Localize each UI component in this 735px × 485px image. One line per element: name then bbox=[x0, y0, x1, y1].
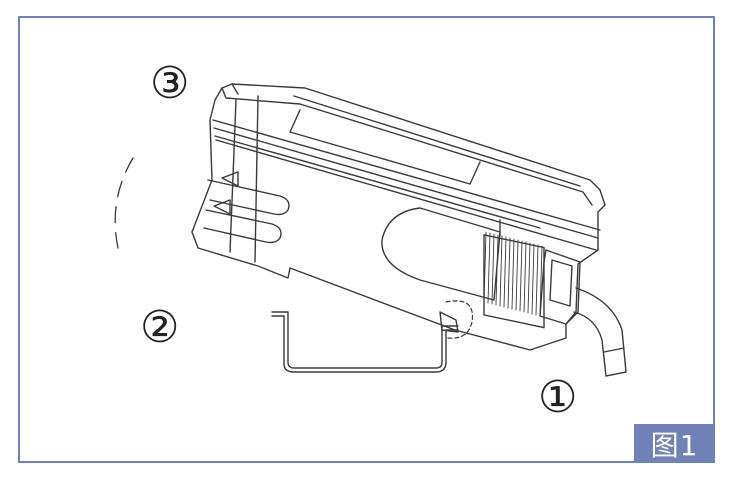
figure-tag: 图1 bbox=[634, 424, 715, 463]
latch-slot-upper bbox=[207, 179, 290, 216]
device-body bbox=[191, 83, 606, 351]
connector-block bbox=[539, 249, 581, 325]
rotation-arc bbox=[114, 157, 134, 249]
device-cover bbox=[221, 87, 593, 206]
cable bbox=[573, 287, 627, 377]
figure-frame bbox=[18, 16, 715, 463]
step-two-label: ② bbox=[140, 302, 180, 353]
step-three-label: ③ bbox=[150, 58, 190, 109]
din-rail bbox=[271, 311, 459, 373]
hook-indicator bbox=[445, 300, 474, 339]
step-one-label: ① bbox=[538, 372, 578, 423]
latch-slot-lower bbox=[203, 209, 282, 244]
display-window bbox=[381, 207, 501, 301]
